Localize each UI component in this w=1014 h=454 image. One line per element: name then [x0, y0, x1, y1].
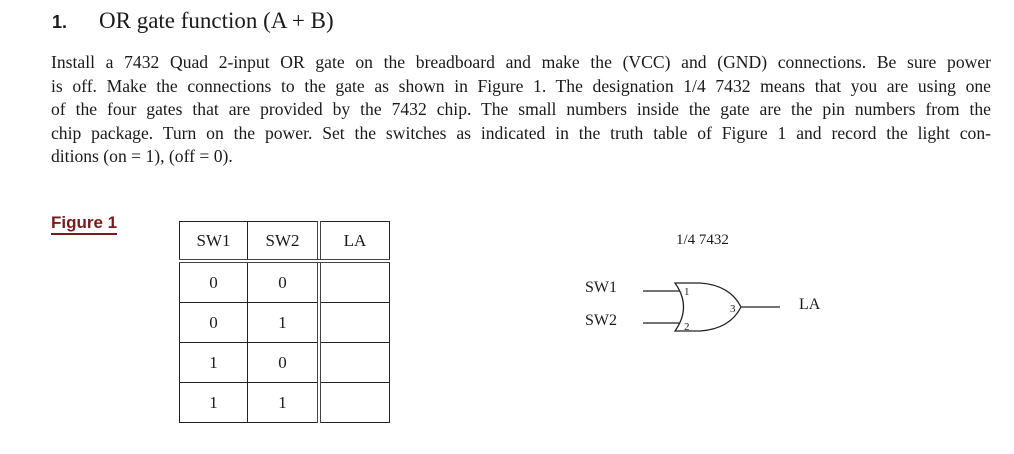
table-row: 1 0 [179, 342, 390, 383]
cell-sw1: 1 [179, 382, 248, 423]
cell-sw2: 0 [247, 260, 320, 303]
table-row: 0 1 [179, 302, 390, 343]
instructions-paragraph: Install a 7432 Quad 2-input OR gate on t… [51, 51, 991, 169]
cell-sw1: 1 [179, 342, 248, 383]
input-label-sw2: SW2 [585, 312, 617, 329]
figure-label-link[interactable]: Figure 1 [51, 214, 118, 235]
cell-la[interactable] [317, 342, 390, 383]
header-sw2: SW2 [247, 221, 320, 263]
instructions-line: chip package. Turn on the power. Set the… [51, 122, 991, 143]
section-title: OR gate function (A + B) [99, 8, 334, 33]
instructions-line: ditions (on = 1), (off = 0). [51, 146, 233, 166]
truth-table: SW1 SW2 LA 0 0 0 1 1 0 1 1 [179, 221, 390, 423]
header-sw1: SW1 [179, 221, 248, 263]
chip-designation: 1/4 7432 [676, 232, 729, 248]
header-la: LA [317, 221, 390, 263]
pin-2-label: 2 [684, 321, 690, 333]
table-row: 0 0 [179, 260, 390, 303]
cell-sw2: 0 [247, 342, 320, 383]
gate-diagram: 1/4 7432 SW1 SW2 LA 1 2 3 [560, 220, 860, 350]
or-gate-icon: 1 2 3 [643, 282, 780, 333]
input-label-sw1: SW1 [585, 279, 617, 296]
cell-la[interactable] [317, 382, 390, 423]
instructions-line: is off. Make the connections to the gate… [51, 75, 991, 96]
instructions-line: of the four gates that are provided by t… [51, 99, 991, 119]
output-label-la: LA [799, 296, 821, 313]
cell-sw2: 1 [247, 302, 320, 343]
section-heading: 1. OR gate function (A + B) [52, 8, 334, 42]
section-number: 1. [52, 12, 68, 32]
table-header-row: SW1 SW2 LA [179, 221, 390, 263]
cell-sw2: 1 [247, 382, 320, 423]
pin-1-label: 1 [684, 286, 690, 298]
cell-la[interactable] [317, 260, 390, 303]
cell-sw1: 0 [179, 302, 248, 343]
cell-la[interactable] [317, 302, 390, 343]
pin-3-label: 3 [730, 303, 736, 315]
instructions-line: Install a 7432 Quad 2-input OR gate on t… [51, 52, 991, 72]
table-row: 1 1 [179, 382, 390, 423]
cell-sw1: 0 [179, 260, 248, 303]
